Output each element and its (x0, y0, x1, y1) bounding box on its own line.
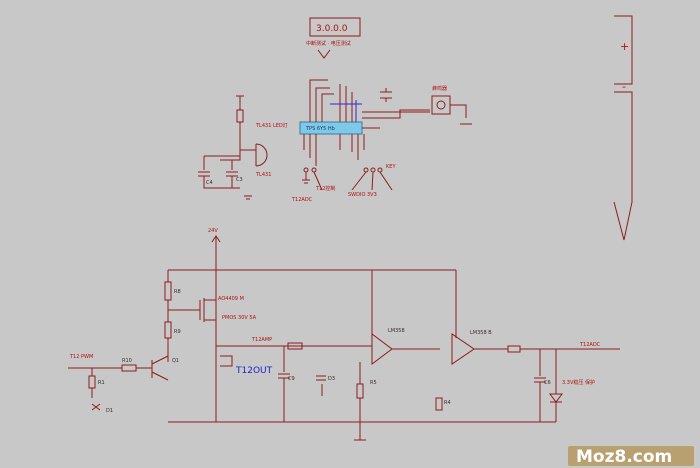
input-label: T12 PWM (69, 354, 93, 360)
battery-probe: + - (613, 15, 633, 241)
r1-label: R1 (98, 380, 105, 386)
r10-label: R10 (122, 358, 132, 364)
r4-label: R4 (444, 400, 451, 406)
opamp1 (371, 333, 393, 365)
watermark-text: Moz8.com (576, 447, 672, 467)
r9-label: R9 (174, 329, 181, 335)
mcu-section: TPS 6Y5 Hb T12控制 T12ADC KEY SWDIO 3V3 蜂鸣… (291, 79, 472, 203)
opamp2-label: LM358 B (470, 330, 492, 336)
tl431-section: TL431 LED灯 TL431 C4 C3 (198, 95, 288, 200)
tl431-label: TL431 (255, 172, 271, 178)
r5-label: R5 (370, 380, 377, 386)
battery-minus: - (622, 80, 626, 93)
t12out-label: T12OUT (235, 366, 273, 376)
display-value: 3.0.0.0 (316, 24, 348, 34)
c4-label: C4 (206, 180, 213, 186)
buzzer (431, 95, 451, 115)
watermark: Moz8.com (568, 446, 694, 467)
mos-spec-label: PMOS 30V 5A (222, 315, 257, 321)
mos-part-label: AO4409 M (218, 296, 244, 302)
diode-note: 3.3V稳压 保护 (562, 379, 595, 386)
d1-label: D1 (106, 408, 113, 414)
d3-label: D3 (328, 376, 335, 382)
c9-label: C9 (288, 376, 295, 382)
out-t12-label: T12控制 (315, 185, 335, 192)
vcc-label: 24V (208, 228, 218, 234)
display-caption: 中断测试 · 电压测试 (306, 40, 351, 47)
c3-label: C3 (236, 177, 243, 183)
r8-label: R8 (174, 289, 181, 295)
t12amp-label: T12AMP (251, 337, 272, 343)
out-bus-label: SWDIO 3V3 (348, 192, 377, 198)
out-t12adc-label: T12ADC (291, 197, 313, 203)
seven-segment-display: 3.0.0.0 中断测试 · 电压测试 (306, 17, 361, 59)
c6-label: C6 (544, 380, 551, 386)
t12adc-out-label: T12ADC (579, 342, 601, 348)
battery-plus: + (620, 40, 629, 53)
q1-label: Q1 (172, 358, 179, 364)
opto-caption: TL431 LED灯 (255, 122, 288, 129)
opamp1-label: LM358 (388, 328, 405, 334)
power-stage: 24V R8 R9 AO4409 M PMOS 30V 5A T12AMP T1… (68, 228, 620, 441)
buzzer-caption: 蜂鸣器 (432, 85, 447, 92)
mcu-chip-label: TPS 6Y5 Hb (305, 126, 335, 132)
opamp2 (451, 333, 475, 365)
out-key-label: KEY (386, 164, 396, 170)
